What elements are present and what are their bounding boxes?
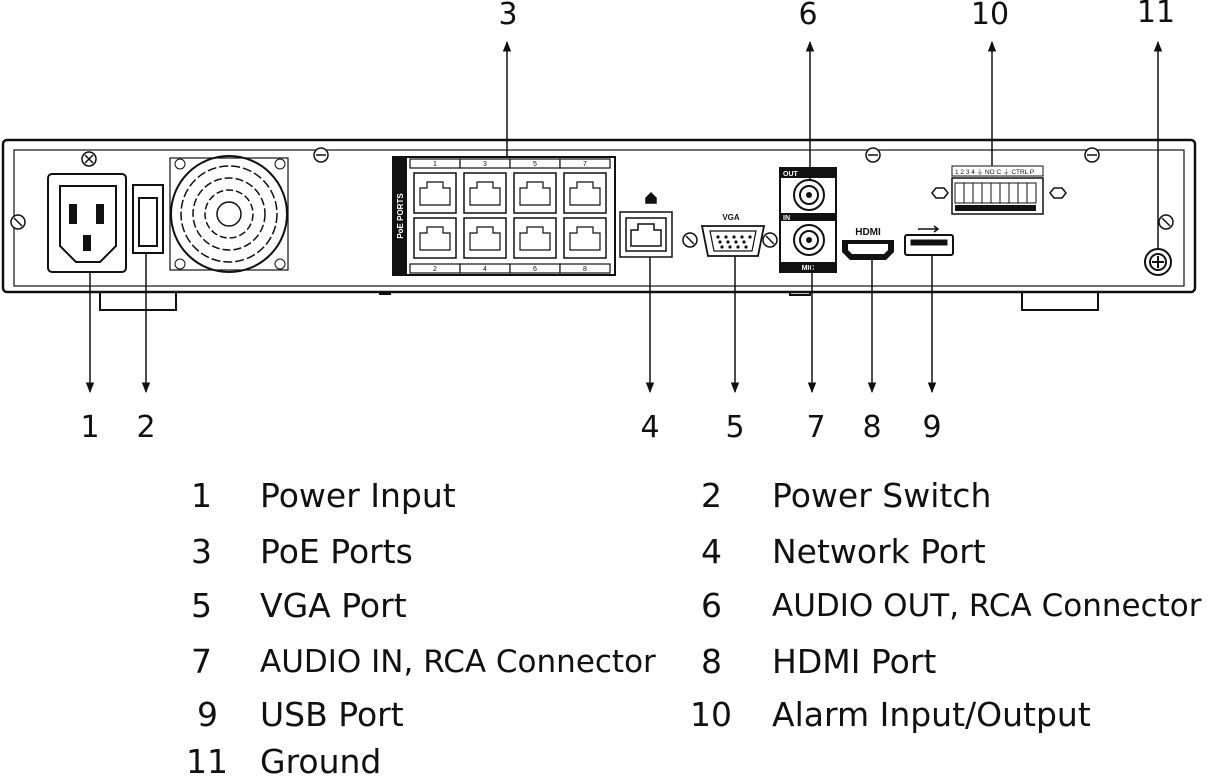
poe-port-number: 2 — [433, 266, 437, 273]
legend-number: 9 — [197, 695, 218, 734]
legend-label: Ground — [260, 742, 382, 781]
fan-grille — [169, 155, 289, 273]
callout-number: 7 — [806, 410, 825, 445]
power-switch — [132, 184, 164, 254]
legend-number: 7 — [191, 642, 212, 681]
power-input-socket — [47, 173, 127, 273]
poe-port-number: 7 — [583, 161, 587, 168]
callout-number: 6 — [798, 0, 817, 32]
legend-number: 1 — [191, 476, 212, 515]
legend-label: Power Input — [260, 476, 456, 515]
legend-label: AUDIO OUT, RCA Connector — [772, 588, 1202, 624]
poe-port-number: 4 — [483, 266, 487, 273]
legend-number: 5 — [191, 586, 212, 625]
poe-port-number: 6 — [533, 266, 537, 273]
vga-label: VGA — [722, 213, 740, 222]
callout-number: 11 — [1137, 0, 1175, 30]
legend-number: 2 — [701, 476, 722, 515]
legend-label: Alarm Input/Output — [772, 695, 1091, 734]
poe-ports-label: PoE PORTS — [396, 193, 405, 239]
callout-number: 9 — [922, 410, 941, 445]
alarm-terminal-labels: 1 2 3 4 ⏚ NO C ⏚ CTRL P — [955, 168, 1034, 176]
callout-leader-lines — [85, 40, 1163, 394]
audio-rca-block: OUT IN MIC — [779, 167, 837, 273]
legend-label: VGA Port — [260, 586, 407, 625]
audio-in-label: IN — [783, 215, 790, 222]
callout-number: 1 — [80, 410, 99, 445]
hdmi-label: HDMI — [855, 227, 881, 238]
vga-port: VGA — [700, 213, 766, 257]
legend-number: 4 — [701, 532, 722, 571]
legend-number: 6 — [701, 586, 722, 625]
poe-port-number: 3 — [483, 161, 487, 168]
chassis-screws — [10, 147, 1174, 248]
usb-port — [904, 225, 954, 256]
callout-number: 3 — [498, 0, 517, 32]
mic-label: MIC — [802, 265, 815, 272]
poe-port-number: 5 — [533, 161, 537, 168]
legend-label: AUDIO IN, RCA Connector — [260, 644, 656, 680]
callout-number: 10 — [971, 0, 1009, 32]
legend-number: 11 — [186, 742, 228, 781]
poe-port-block: PoE PORTS 1 3 5 7 2 4 6 8 — [392, 156, 616, 276]
legend-label: PoE Ports — [260, 532, 413, 571]
legend-number: 3 — [191, 532, 212, 571]
callout-number: 5 — [725, 410, 744, 445]
callout-number: 4 — [640, 410, 659, 445]
legend-number: 8 — [701, 642, 722, 681]
audio-out-label: OUT — [783, 171, 799, 178]
legend-label: USB Port — [260, 695, 404, 734]
callout-number: 8 — [862, 410, 881, 445]
legend-label: Network Port — [772, 532, 986, 571]
legend-label: HDMI Port — [772, 642, 937, 681]
poe-port-number: 8 — [583, 266, 587, 273]
poe-port-number: 1 — [433, 161, 437, 168]
network-port — [619, 191, 673, 258]
legend-label: Power Switch — [772, 476, 992, 515]
legend: 1 Power Input 2 Power Switch 3 PoE Ports… — [0, 470, 1218, 781]
hdmi-port: HDMI — [842, 227, 894, 260]
alarm-terminal-block: 1 2 3 4 ⏚ NO C ⏚ CTRL P — [931, 165, 1067, 215]
rear-panel-diagram: PoE PORTS 1 3 5 7 2 4 6 8 — [1, 0, 1197, 445]
ground-terminal — [1144, 248, 1172, 276]
legend-number: 10 — [690, 695, 732, 734]
callout-number: 2 — [136, 410, 155, 445]
